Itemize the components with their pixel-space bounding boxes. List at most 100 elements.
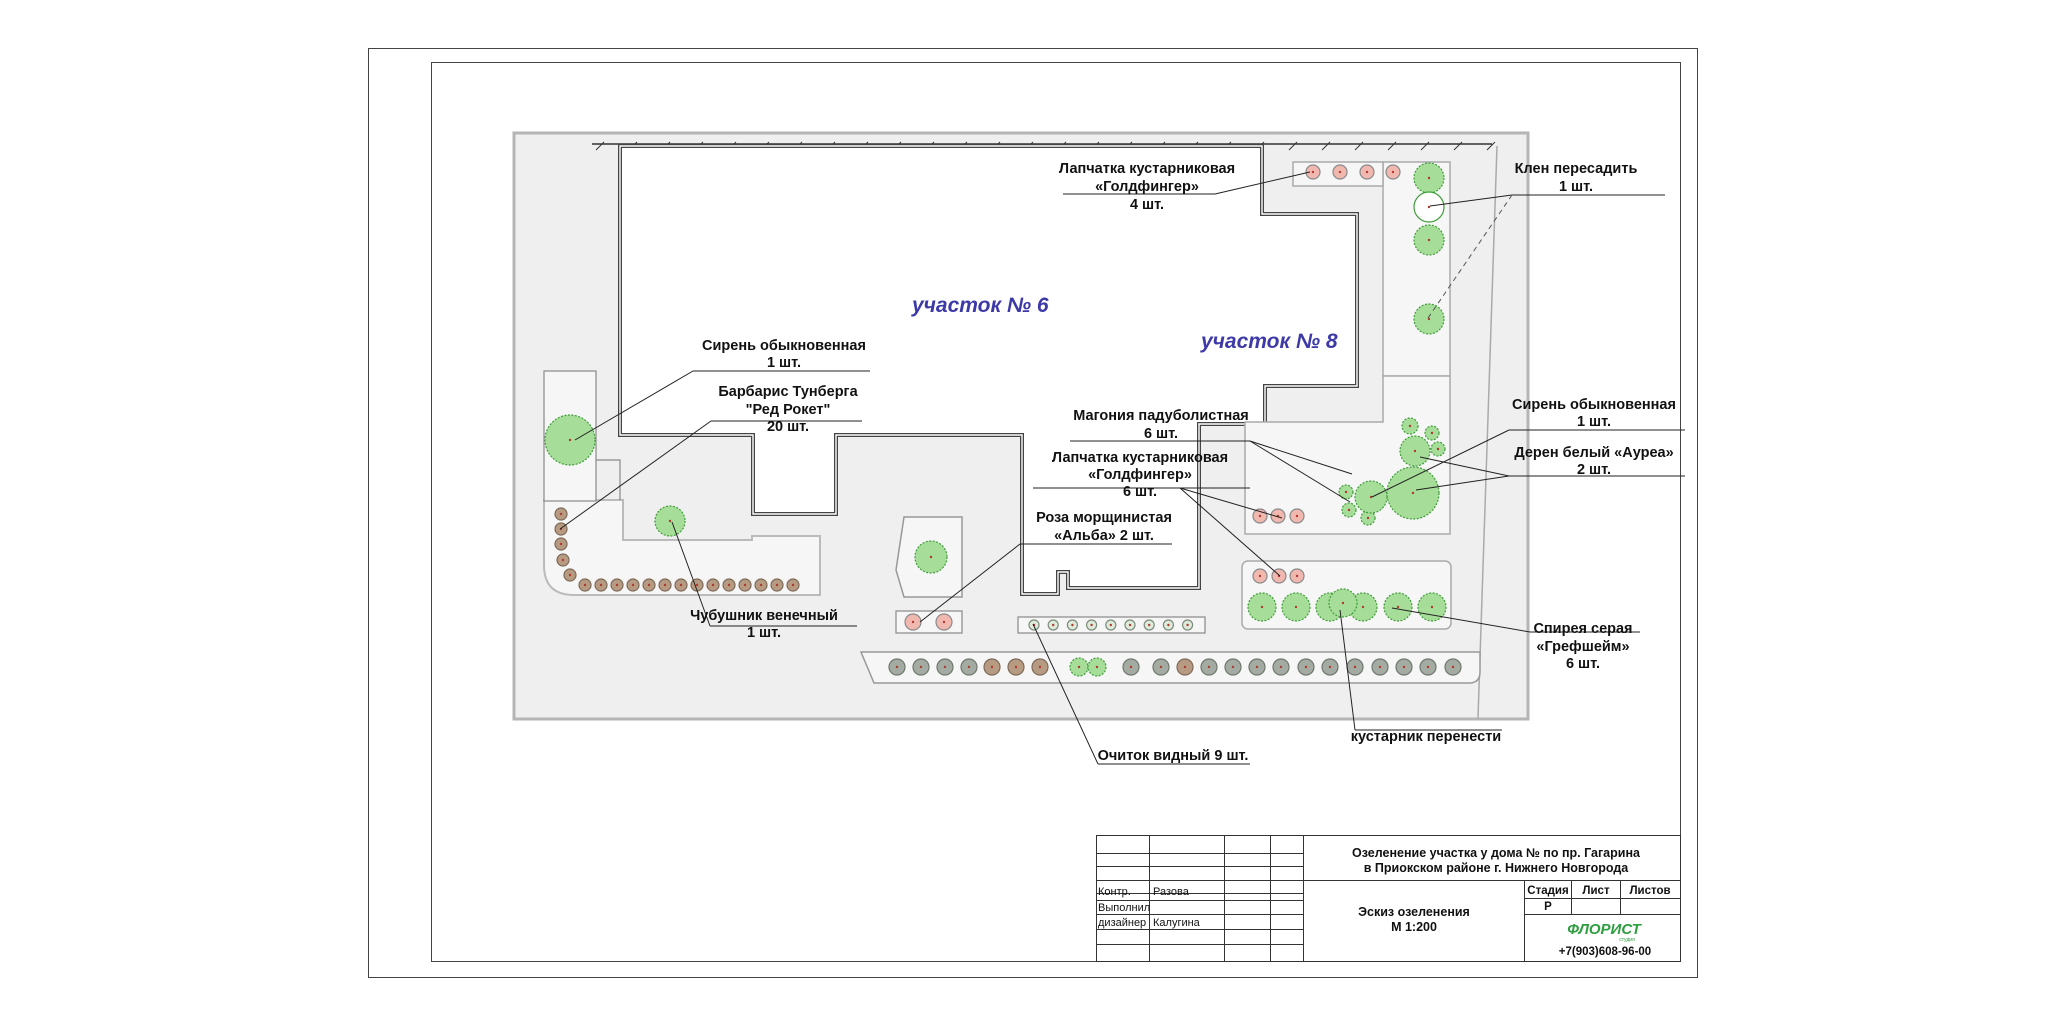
hedge-shrub-symbol-center [1304,665,1308,669]
hedge-shrub-symbol-center [1159,665,1163,669]
spirea-symbol-center [1430,605,1434,609]
shrub-move-symbol-center [1341,601,1345,605]
name-control: Разова [1153,886,1190,898]
svg-text:«Голдфингер»: «Голдфингер» [1095,179,1199,195]
mahonia-symbol-center [1366,516,1370,520]
potentilla-symbol-center [1295,574,1299,578]
sedum-symbol-center [1052,623,1055,627]
mahonia-symbol-center [1344,490,1348,494]
lilac-left-symbol-center [568,438,572,442]
rose-symbol-center [942,620,946,624]
svg-text:«Грефшейм»: «Грефшейм» [1536,639,1629,655]
label-dogwood: Дерен белый «Ауреа» 2 шт. [1514,445,1673,478]
svg-text:1 шт.: 1 шт. [1559,179,1593,195]
label-mahonia: Магония падуболистная 6 шт. [1073,408,1248,442]
label-maple: Клен пересадить 1 шт. [1515,161,1638,195]
spirea-symbol-center [1260,605,1264,609]
hedge-shrub-symbol-center [1378,665,1382,669]
barberry-symbol-center [743,583,747,587]
potentilla-symbol-center [1295,514,1299,518]
mahonia-symbol-center [1436,447,1440,451]
label-lilac-right: Сирень обыкновенная 1 шт. [1512,397,1676,430]
dogwood-symbol-center [1369,495,1373,499]
company-logo: ФЛОРИСТ [1567,921,1642,938]
project-title-line2: в Приокском районе г. Нижнего Новгорода [1364,861,1629,875]
sedum-symbol-center [1148,623,1151,627]
svg-text:1 шт.: 1 шт. [767,355,801,371]
hedge-shrub-symbol-center [1038,665,1042,669]
barberry-symbol-center [647,583,651,587]
svg-text:«Голдфингер»: «Голдфингер» [1088,467,1192,483]
hedge-shrub-symbol-center [967,665,971,669]
sedum-symbol-center [1167,623,1170,627]
potentilla-symbol-center [1365,170,1369,174]
fence-tick [1321,141,1331,151]
hedge-shrub-symbol-center [895,665,899,669]
hedge-shrub-symbol-center [1183,665,1187,669]
barberry-symbol-center [775,583,779,587]
role-executed: Выполнил [1098,902,1150,914]
rose-symbol-center [911,620,915,624]
hedge-shrub-symbol-center [1255,665,1259,669]
hedge-shrub-symbol-center [943,665,947,669]
leader-lines [559,171,1685,765]
fence-tick [1420,141,1430,151]
inner-sheet-frame [431,62,1681,962]
svg-text:"Ред Рокет": "Ред Рокет" [746,402,831,418]
company-logo-sub: студия [1619,937,1635,943]
potentilla-symbol-center [1258,574,1262,578]
hedge-shrub-symbol-center [1014,665,1018,669]
maple-symbol-center [1427,317,1431,321]
hedge-tree-symbol-center [1095,665,1099,669]
label-move-shrub: кустарник перенести [1351,729,1501,745]
svg-text:Клен пересадить: Клен пересадить [1515,161,1638,177]
label-lilac-left: Сирень обыкновенная 1 шт. [702,338,866,371]
svg-text:Магония падуболистная: Магония падуболистная [1073,408,1248,424]
fence-tick [595,141,605,151]
hedge-shrub-symbol-center [1231,665,1235,669]
svg-text:Сирень обыкновенная: Сирень обыкновенная [702,338,866,354]
svg-text:Роза морщинистая: Роза морщинистая [1036,510,1172,526]
mock-orange-symbol-center [668,519,672,523]
company-phone: +7(903)608-96-00 [1559,946,1651,958]
label-sedum: Очиток видный 9 шт. [1098,748,1249,764]
svg-text:4 шт.: 4 шт. [1130,197,1164,213]
annotation-labels: Лапчатка кустарниковая «Голдфингер» 4 шт… [690,161,1676,764]
dogwood-symbol-center [1413,449,1417,453]
barberry-symbol-center [791,583,795,587]
label-spirea: Спирея серая «Грефшейм» 6 шт. [1533,621,1632,672]
hedge-shrub-symbol-center [1426,665,1430,669]
project-title-line1: Озеленение участка у дома № по пр. Гагар… [1352,846,1641,860]
svg-text:6 шт.: 6 шт. [1144,426,1178,442]
lilac-right-symbol-center [1411,491,1415,495]
fence-tick [1387,141,1397,151]
barberry-symbol-center [583,583,587,587]
barberry-symbol-center [559,512,563,516]
barberry-symbol-center [599,583,603,587]
plot-6-label: участок № 6 [911,294,1049,317]
role-designer: дизайнер [1098,917,1146,929]
plants-layer [544,162,1462,677]
name-designer: Калугина [1153,917,1201,929]
sheet-scale: М 1:200 [1391,920,1437,934]
fence-tick [1288,141,1298,151]
plot-8-label: участок № 8 [1200,330,1338,353]
maple-transplant-symbol-center [1427,205,1431,209]
label-barberry: Барбарис Тунберга "Ред Рокет" 20 шт. [718,384,858,435]
role-control: Контр. [1098,886,1131,898]
mahonia-symbol-center [1408,424,1412,428]
label-potentilla-mid: Лапчатка кустарниковая «Голдфингер» 6 шт… [1052,450,1228,500]
hedge-shrub-symbol-center [990,665,994,669]
barberry-symbol-center [663,583,667,587]
hedge-shrub-symbol-center [1451,665,1455,669]
svg-text:6 шт.: 6 шт. [1566,656,1600,672]
spirea-symbol-center [1396,605,1400,609]
maple-symbol-center [1427,176,1431,180]
barberry-symbol-center [615,583,619,587]
spirea-symbol-center [1294,605,1298,609]
hedge-shrub-symbol-center [1279,665,1283,669]
sedum-symbol-center [1090,623,1093,627]
fence-tick [1453,141,1463,151]
svg-text:Барбарис Тунберга: Барбарис Тунберга [718,384,858,400]
hedge-shrub-symbol-center [919,665,923,669]
